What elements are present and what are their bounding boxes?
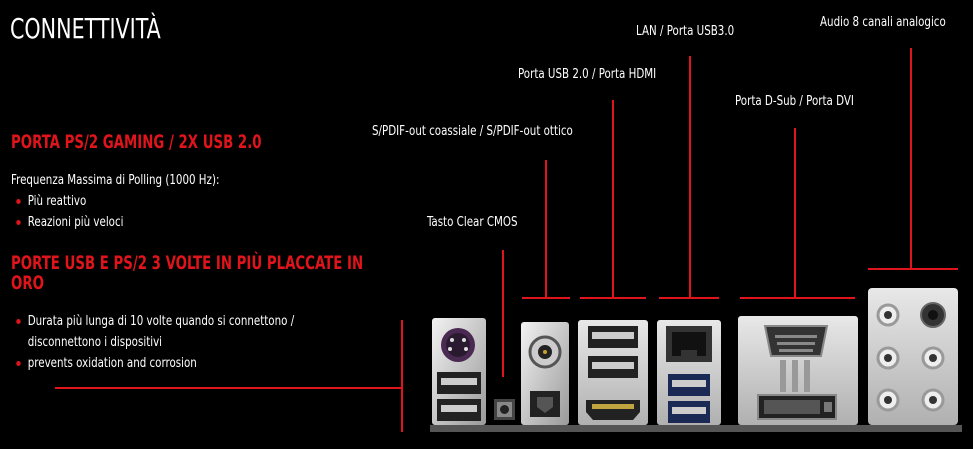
- callout-audio: Audio 8 canali analogico: [820, 15, 946, 30]
- vga-port-icon: [763, 325, 829, 357]
- callout-dsub-dvi: Porta D-Sub / Porta DVI: [735, 94, 854, 109]
- section1-heading: PORTA PS/2 GAMING / 2X USB 2.0: [11, 131, 262, 153]
- list-item: Durata più lunga di 10 volte quando si c…: [11, 311, 294, 353]
- bracket-spdif: [522, 297, 570, 299]
- list-item: prevents oxidation and corrosion: [11, 353, 294, 374]
- io-base-plate: [430, 425, 962, 432]
- bullet-text-line1: prevents oxidation and corrosion: [27, 356, 197, 371]
- bracket-lan-usb3: [659, 297, 719, 299]
- callout-usb2-hdmi: Porta USB 2.0 / Porta HDMI: [518, 67, 657, 82]
- section2-heading: PORTE USB E PS/2 3 VOLTE IN PIÙ PLACCATE…: [11, 253, 363, 293]
- bullet-text-line1: Durata più lunga di 10 volte quando si c…: [27, 314, 295, 329]
- audio-block: [868, 288, 958, 425]
- bracket-dsub-dvi: [740, 297, 855, 299]
- bracket-usb2-hdmi: [580, 297, 646, 299]
- clear-cmos-button-icon: [494, 399, 515, 420]
- leader-line-audio: [910, 48, 912, 269]
- list-item: Reazioni più veloci: [11, 212, 124, 233]
- leader-line-spdif: [545, 160, 547, 298]
- spdif-block: [521, 322, 569, 425]
- usb2-hdmi-block: [578, 320, 648, 425]
- leader-line-lan-usb3: [689, 56, 691, 298]
- leader-line-dsub-dvi: [794, 128, 796, 298]
- callout-clear-cmos: Tasto Clear CMOS: [427, 215, 518, 230]
- hdmi-port-icon: [586, 400, 640, 420]
- lan-usb3-block: [657, 320, 721, 425]
- bracket-audio: [868, 268, 958, 270]
- ps2-usb-block: [432, 318, 486, 425]
- bullet-text-line2: disconnettono i dispositivi: [27, 335, 163, 350]
- section1-intro: Frequenza Massima di Polling (1000 Hz):: [11, 173, 220, 188]
- dsub-dvi-block: [738, 316, 858, 425]
- leader-line-ps2: [55, 387, 402, 389]
- page-title: CONNETTIVITÀ: [10, 12, 161, 45]
- callout-lan-usb3: LAN / Porta USB3.0: [636, 24, 735, 39]
- section2-bullet-list: Durata più lunga di 10 volte quando si c…: [11, 311, 294, 374]
- callout-spdif: S/PDIF-out coassiale / S/PDIF-out ottico: [372, 124, 573, 139]
- section2-heading-line2: ORO: [11, 272, 44, 294]
- list-item: Più reattivo: [11, 191, 124, 212]
- leader-line-clear-cmos: [502, 250, 504, 377]
- leader-line-usb2-hdmi: [612, 100, 614, 298]
- section1-bullet-list: Più reattivo Reazioni più veloci: [11, 191, 124, 233]
- leader-line-ps2-vertical: [401, 320, 403, 432]
- section2-heading-line1: PORTE USB E PS/2 3 VOLTE IN PIÙ PLACCATE…: [11, 252, 364, 274]
